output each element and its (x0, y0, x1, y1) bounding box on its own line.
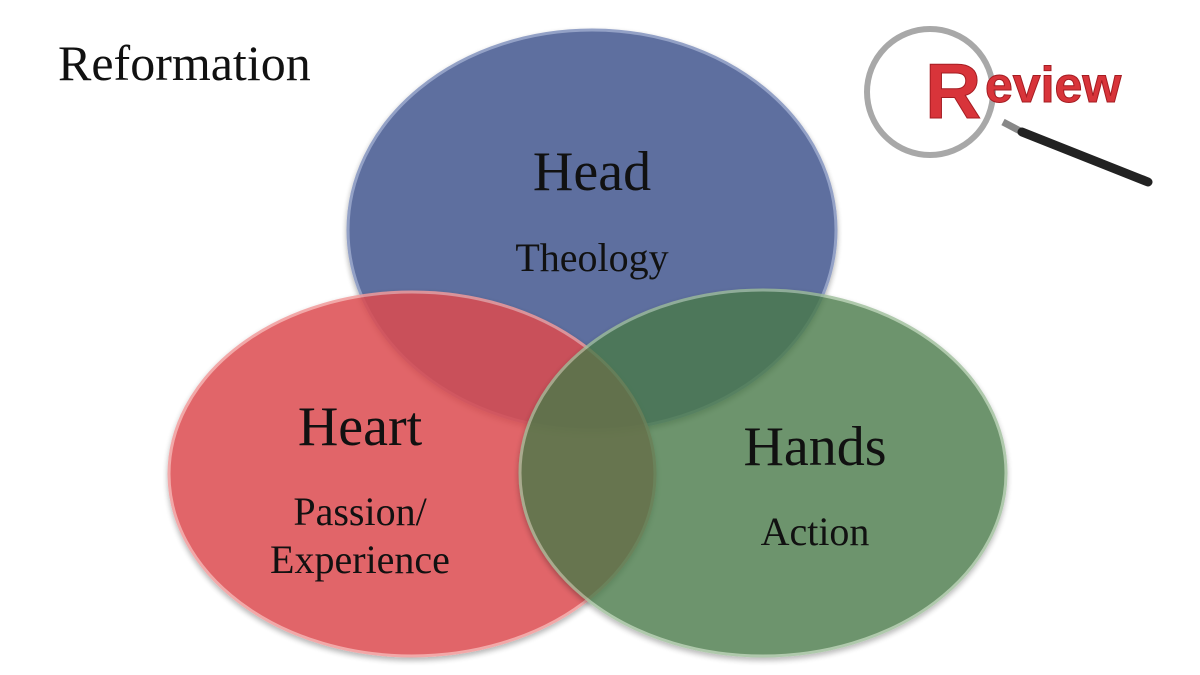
heart-subtitle-line2: Experience (270, 537, 450, 582)
svg-text:eview: eview (985, 57, 1121, 113)
head-heading: Head (532, 141, 652, 203)
slide-title: Reformation (58, 35, 311, 91)
magnifier-icon (864, 26, 996, 158)
head-subtitle: Theology (515, 235, 669, 280)
hands-subtitle: Action (760, 509, 870, 554)
hands-heading: Hands (743, 416, 887, 478)
heart-subtitle-line1: Passion/ (293, 489, 427, 534)
heart-heading: Heart (297, 396, 423, 458)
hands-circle (518, 288, 1008, 658)
review-logo: R eview (864, 26, 1153, 187)
svg-text:R: R (925, 47, 981, 135)
